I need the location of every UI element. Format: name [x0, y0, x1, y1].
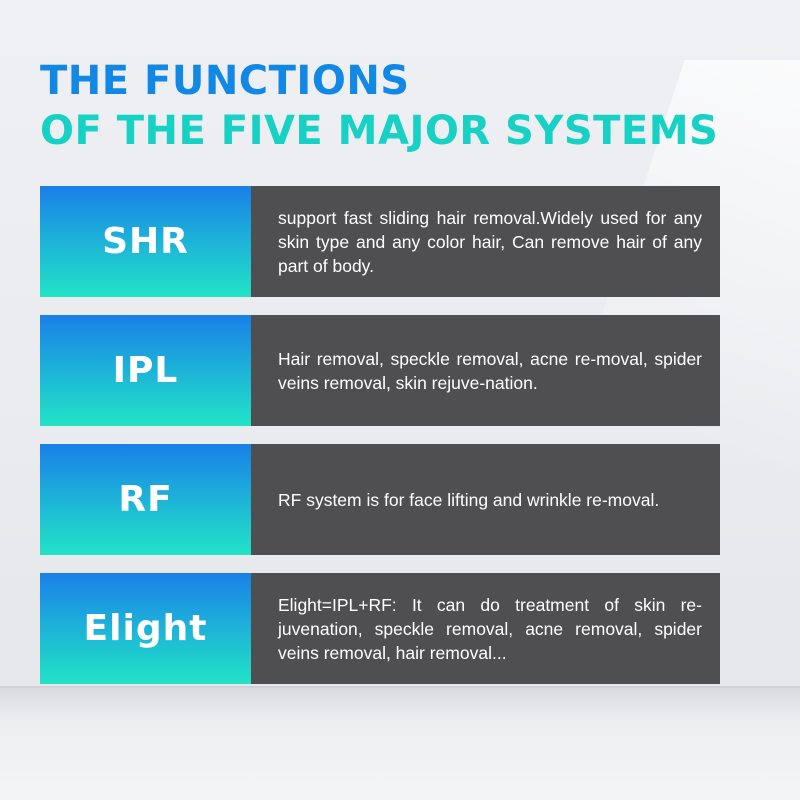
system-name: SHR — [102, 221, 189, 262]
system-description-box: Elight=IPL+RF: It can do treatment of sk… — [251, 573, 720, 684]
system-description-box: RF system is for face lifting and wrinkl… — [251, 444, 720, 555]
page-title: THE FUNCTIONS OF THE FIVE MAJOR SYSTEMS — [40, 56, 718, 156]
systems-list: SHR support fast sliding hair removal.Wi… — [40, 186, 720, 702]
system-row-elight: Elight Elight=IPL+RF: It can do treatmen… — [40, 573, 720, 684]
system-name: RF — [118, 479, 173, 520]
system-description-box: support fast sliding hair removal.Widely… — [251, 186, 720, 297]
background-shelf — [0, 688, 800, 800]
title-line-1: THE FUNCTIONS — [40, 58, 410, 104]
system-description: RF system is for face lifting and wrinkl… — [278, 489, 660, 510]
system-name: IPL — [112, 350, 179, 391]
system-row-ipl: IPL Hair removal, speckle removal, acne … — [40, 315, 720, 426]
system-label-box: RF — [40, 444, 251, 555]
system-description: Hair removal, speckle removal, acne re-m… — [278, 348, 702, 393]
system-description: Elight=IPL+RF: It can do treatment of sk… — [278, 594, 702, 663]
title-line-2: OF THE FIVE MAJOR SYSTEMS — [40, 108, 719, 154]
system-label-box: IPL — [40, 315, 251, 426]
system-label-box: Elight — [40, 573, 251, 684]
system-row-rf: RF RF system is for face lifting and wri… — [40, 444, 720, 555]
system-label-box: SHR — [40, 186, 251, 297]
system-row-shr: SHR support fast sliding hair removal.Wi… — [40, 186, 720, 297]
system-name: Elight — [83, 608, 208, 649]
system-description-box: Hair removal, speckle removal, acne re-m… — [251, 315, 720, 426]
system-description: support fast sliding hair removal.Widely… — [278, 207, 702, 276]
